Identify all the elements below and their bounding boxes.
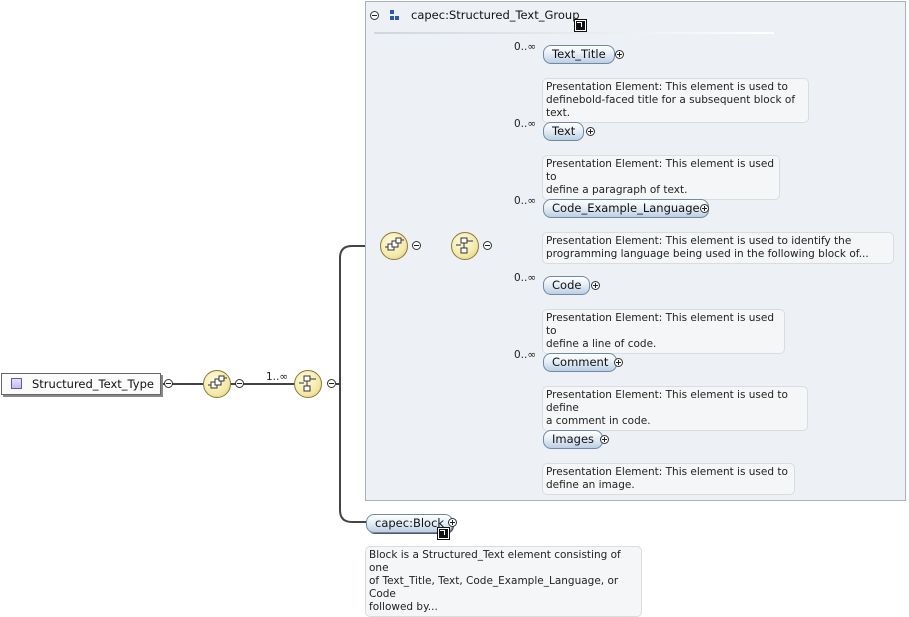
element-cardinality: 0..∞	[514, 272, 537, 284]
annotation-line: followed by...	[369, 601, 438, 613]
choice-compositor-icon[interactable]	[294, 370, 322, 398]
element-cardinality: 0..∞	[514, 118, 537, 130]
expand-element-icon[interactable]	[615, 50, 624, 59]
annotation-line: Presentation Element: This element is us…	[546, 389, 788, 414]
annotation-line: define a line of code.	[546, 338, 657, 350]
expand-element-icon[interactable]	[586, 127, 595, 136]
annotation-line: definebold-faced title for a subsequent …	[546, 94, 796, 119]
collapse-group-sequence-icon[interactable]	[412, 241, 421, 250]
annotation-line: Presentation Element: This element is us…	[546, 312, 775, 337]
collapse-sequence-icon[interactable]	[235, 379, 244, 388]
annotation-line: Presentation Element: This element is us…	[546, 158, 775, 183]
group-title: capec:Structured_Text_Group	[411, 8, 580, 22]
choice-symbol-icon	[456, 237, 473, 254]
shortcut-arrow-icon[interactable]	[437, 527, 450, 540]
annotation-line: programming language being used in the f…	[546, 248, 869, 260]
outer-choice-cardinality: 1..∞	[266, 371, 289, 383]
complex-type-icon	[11, 378, 22, 389]
group-sequence-compositor-icon[interactable]	[380, 232, 408, 260]
block-annotation: Block is a Structured_Text element consi…	[365, 546, 642, 617]
collapse-group-icon[interactable]	[370, 11, 379, 20]
expand-element-icon[interactable]	[700, 204, 709, 213]
element-code-example-language[interactable]: Code_Example_Language	[543, 199, 709, 218]
annotation-line: a comment in code.	[546, 415, 651, 427]
element-code[interactable]: Code	[543, 276, 591, 295]
annotation-line: define a paragraph of text.	[546, 184, 688, 196]
element-annotation: Presentation Element: This element is us…	[542, 386, 808, 431]
element-annotation: Presentation Element: This element is us…	[542, 463, 795, 495]
element-annotation: Presentation Element: This element is us…	[542, 309, 785, 354]
annotation-line: define an image.	[546, 479, 635, 491]
group-choice-compositor-icon[interactable]	[451, 232, 479, 260]
element-cardinality: 0..∞	[514, 195, 537, 207]
expand-block-icon[interactable]	[448, 518, 457, 527]
expand-element-icon[interactable]	[614, 358, 623, 367]
shortcut-arrow-icon[interactable]	[574, 19, 587, 32]
element-cardinality: 0..∞	[514, 41, 537, 53]
element-annotation: Presentation Element: This element is us…	[542, 232, 894, 264]
sequence-symbol-icon	[385, 237, 404, 251]
sequence-symbol-icon	[208, 375, 227, 389]
element-cardinality: 0..∞	[514, 349, 537, 361]
element-text-title[interactable]: Text_Title	[543, 45, 615, 64]
annotation-line: Presentation Element: This element is us…	[546, 235, 852, 247]
choice-symbol-icon	[299, 375, 316, 392]
annotation-line: Block is a Structured_Text element consi…	[369, 549, 621, 574]
expand-element-icon[interactable]	[591, 281, 600, 290]
element-text[interactable]: Text	[543, 122, 585, 141]
annotation-line: of Text_Title, Text, Code_Example_Langua…	[369, 575, 619, 600]
sequence-compositor-icon[interactable]	[203, 370, 231, 398]
element-annotation: Presentation Element: This element is us…	[542, 78, 809, 123]
annotation-line: Presentation Element: This element is us…	[546, 466, 788, 478]
element-capec-block[interactable]: capec:Block	[366, 514, 454, 533]
group-divider	[374, 32, 774, 34]
group-icon	[390, 10, 402, 22]
root-type-box[interactable]: Structured_Text_Type	[1, 373, 161, 395]
element-annotation: Presentation Element: This element is us…	[542, 155, 780, 200]
collapse-choice-icon[interactable]	[327, 379, 336, 388]
annotation-line: Presentation Element: This element is us…	[546, 81, 788, 93]
group-header: capec:Structured_Text_Group	[366, 2, 905, 32]
collapse-group-choice-icon[interactable]	[483, 241, 492, 250]
element-comment[interactable]: Comment	[543, 353, 618, 372]
root-type-name: Structured_Text_Type	[32, 377, 154, 391]
collapse-root-icon[interactable]	[164, 379, 173, 388]
element-images[interactable]: Images	[543, 430, 604, 449]
expand-element-icon[interactable]	[600, 435, 609, 444]
